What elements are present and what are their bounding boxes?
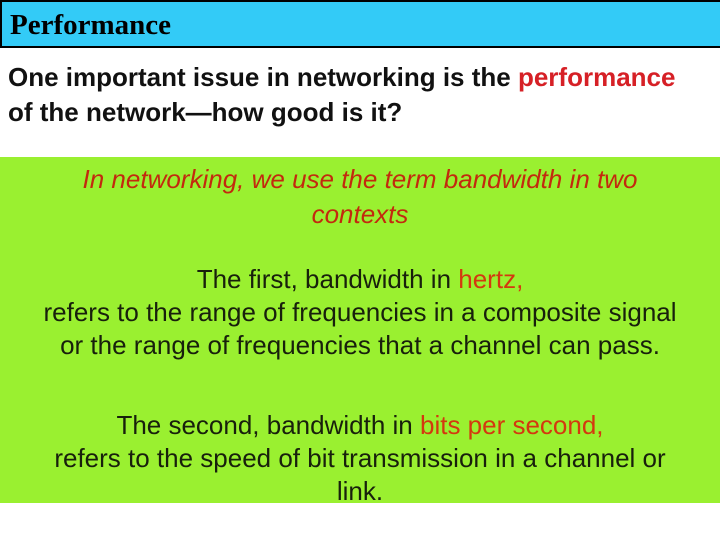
- hertz-line-1: The first, bandwidth in hertz,: [0, 263, 720, 296]
- intro-paragraph: One important issue in networking is the…: [8, 60, 720, 130]
- hertz-keyword: hertz,: [458, 264, 524, 294]
- bps-line-1: The second, bandwidth in bits per second…: [0, 409, 720, 442]
- intro-performance-keyword: performance: [517, 62, 676, 92]
- intro-line-2: of the network—how good is it?: [8, 97, 403, 127]
- banner-line-2: contexts: [311, 199, 409, 229]
- slide-title: Performance: [10, 9, 172, 41]
- intro-line-1: One important issue in networking is the…: [8, 60, 720, 95]
- bandwidth-bps-paragraph: The second, bandwidth in bits per second…: [0, 409, 720, 508]
- bandwidth-hertz-paragraph: The first, bandwidth in hertz, refers to…: [0, 263, 720, 362]
- bps-line-2: refers to the speed of bit transmission …: [54, 443, 666, 473]
- intro-line-1-text: One important issue in networking is the: [8, 62, 518, 92]
- bits-per-second-keyword: bits per second,: [419, 410, 604, 440]
- hertz-line-3: or the range of frequencies that a chann…: [60, 330, 660, 360]
- bandwidth-note-box: In networking, we use the term bandwidth…: [0, 157, 720, 506]
- hertz-line-2: refers to the range of frequencies in a …: [43, 297, 677, 327]
- bps-line-1-text: The second, bandwidth in: [116, 410, 420, 440]
- banner-heading: In networking, we use the term bandwidth…: [0, 162, 720, 232]
- hertz-line-1-text: The first, bandwidth in: [196, 264, 459, 294]
- title-bar: Performance: [0, 0, 720, 48]
- banner-line-1: In networking, we use the term bandwidth…: [82, 164, 638, 194]
- bps-line-3: link.: [336, 476, 384, 506]
